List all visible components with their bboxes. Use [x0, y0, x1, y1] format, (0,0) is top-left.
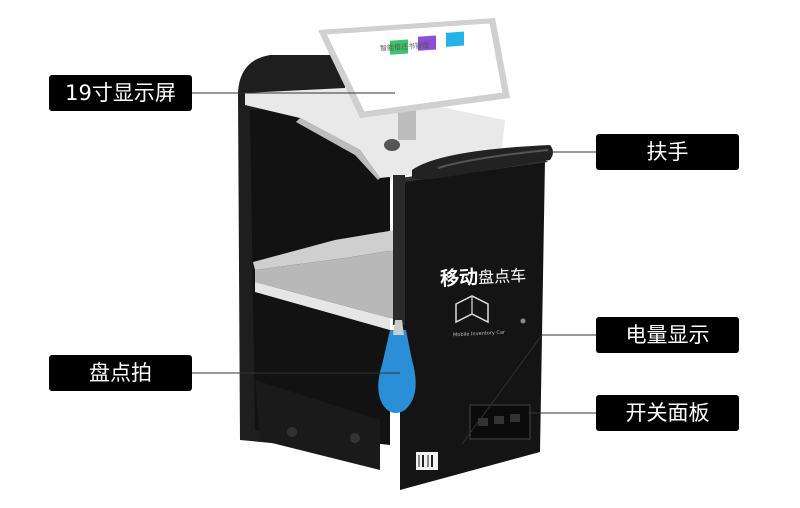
callout-battery-label: 电量显示 [625, 323, 710, 347]
callout-battery: 电量显示 [596, 317, 739, 353]
front-door [400, 160, 545, 490]
brand-bold: 移动 [439, 266, 479, 291]
wheel-left [287, 427, 297, 437]
handle-highlight [437, 149, 549, 169]
wheel-mid [350, 433, 360, 443]
callout-screen-label: 19寸显示屏 [65, 81, 176, 105]
tile-green [390, 39, 408, 55]
tile-cyan [446, 31, 464, 47]
bottom-base [255, 380, 380, 470]
desk-cable-hole [384, 139, 400, 151]
switch-button-3 [510, 414, 520, 422]
leader-battery [461, 334, 596, 445]
switch-button-2 [494, 416, 504, 424]
middle-shelf-edge [255, 250, 395, 320]
callout-switch-panel-label: 开关面板 [625, 401, 710, 425]
callout-switch-panel: 开关面板 [596, 395, 739, 431]
switch-button-1 [478, 418, 488, 426]
top-desk [245, 88, 505, 178]
tile-purple [418, 35, 436, 51]
callout-handle-label: 扶手 [646, 140, 689, 164]
callout-screen: 19寸显示屏 [49, 75, 192, 111]
scanner-paddle [378, 330, 416, 414]
scanner-neck [393, 320, 404, 335]
callout-handle: 扶手 [596, 134, 739, 170]
desk-edge [296, 118, 380, 180]
brand-light: 盘点车 [477, 265, 527, 288]
middle-shelf-lip [255, 282, 390, 330]
callout-scanner-label: 盘点拍 [89, 361, 152, 385]
brand-label: 移动盘点车 [439, 260, 527, 291]
door-lock-icon [520, 318, 526, 324]
scanner-pole [393, 175, 405, 325]
callout-scanner: 盘点拍 [49, 355, 192, 391]
middle-shelf [253, 230, 395, 270]
